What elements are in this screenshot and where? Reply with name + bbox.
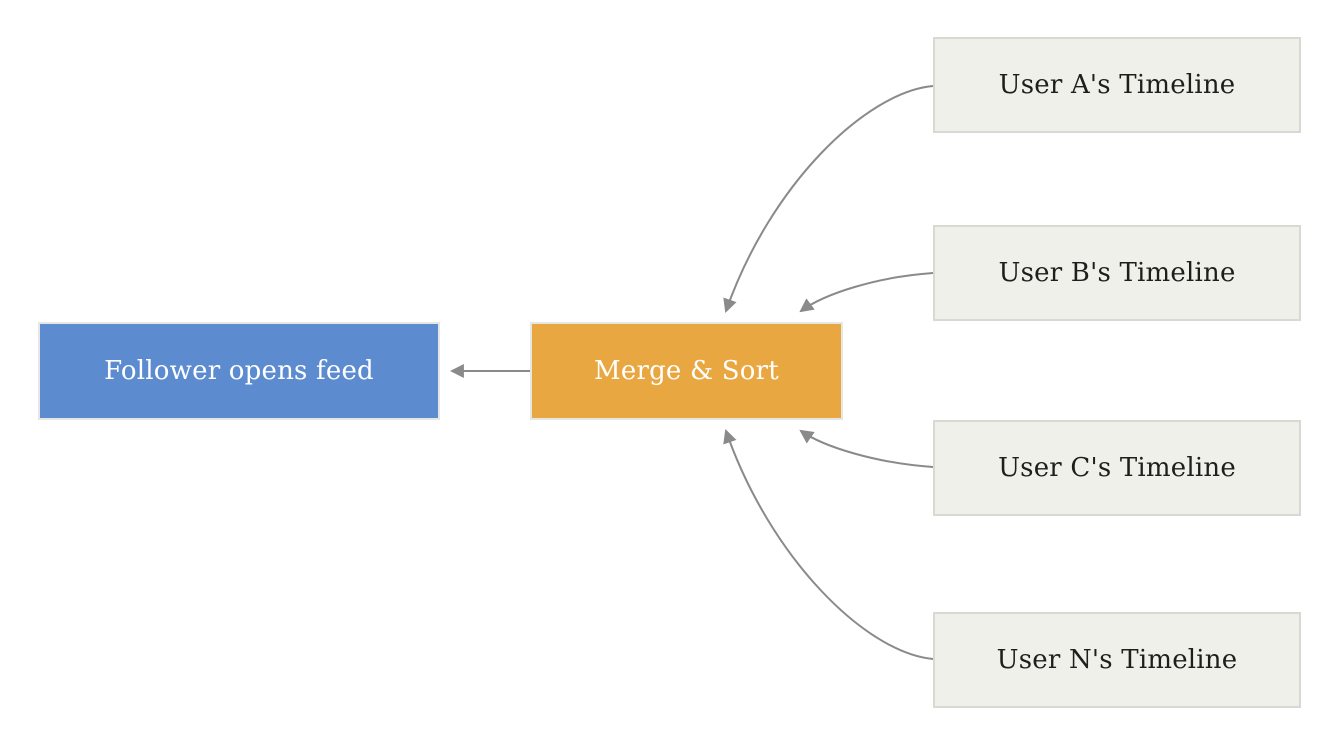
- node-user-a-timeline: User A's Timeline: [933, 37, 1301, 133]
- node-user-n-timeline-label: User N's Timeline: [996, 645, 1238, 675]
- edge-user-c-to-merge-arrow: [799, 429, 934, 468]
- edge-user-a-to-merge-arrow: [723, 85, 934, 313]
- edge-user-n-to-merge-arrow: [723, 429, 934, 660]
- node-user-a-timeline-label: User A's Timeline: [998, 70, 1236, 100]
- node-user-b-timeline: User B's Timeline: [933, 225, 1301, 321]
- node-merge-sort: Merge & Sort: [530, 322, 843, 420]
- node-merge-sort-label: Merge & Sort: [594, 356, 779, 386]
- node-follower-opens-feed-label: Follower opens feed: [104, 356, 374, 386]
- node-user-c-timeline: User C's Timeline: [933, 420, 1301, 516]
- node-user-c-timeline-label: User C's Timeline: [998, 453, 1236, 483]
- node-user-n-timeline: User N's Timeline: [933, 612, 1301, 708]
- node-user-b-timeline-label: User B's Timeline: [998, 258, 1236, 288]
- node-follower-opens-feed: Follower opens feed: [38, 322, 440, 420]
- edge-user-b-to-merge-arrow: [799, 272, 934, 313]
